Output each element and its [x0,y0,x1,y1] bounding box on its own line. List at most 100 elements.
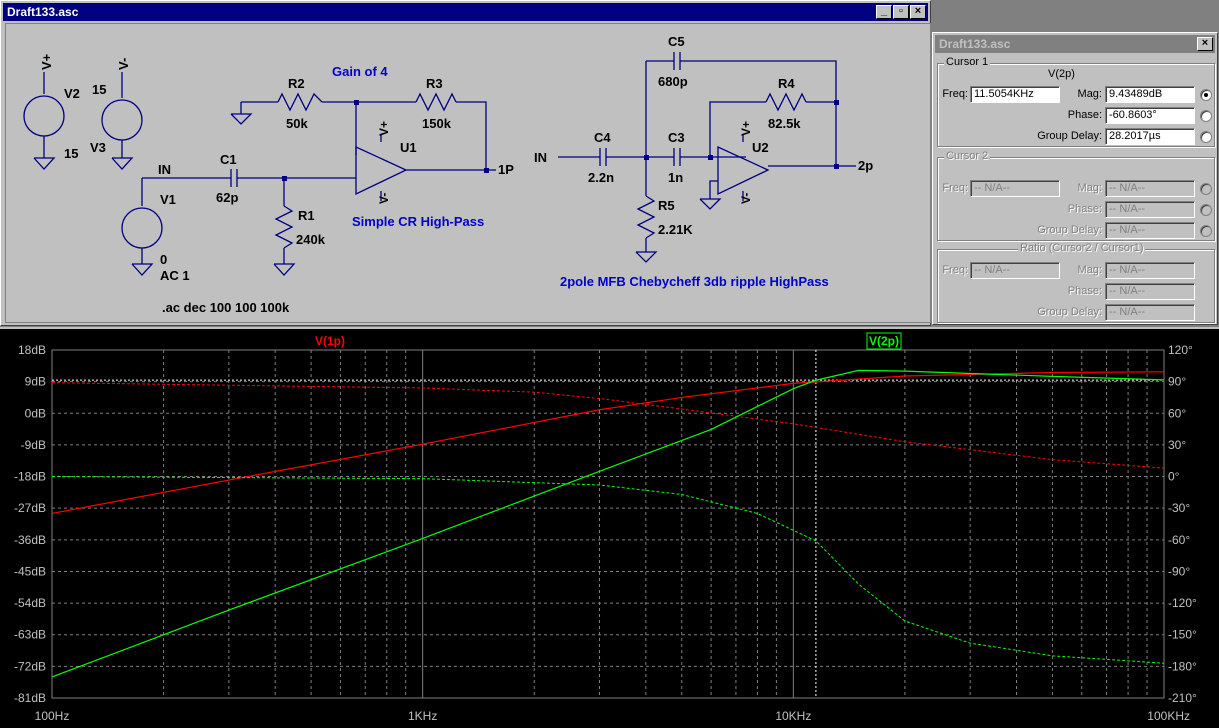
cursor1-phase-radio[interactable] [1200,110,1212,122]
cursor2-phase-radio[interactable] [1200,204,1212,216]
minimize-icon[interactable]: _ [876,5,892,19]
cursor2-mag-radio[interactable] [1200,183,1212,195]
cursor-window-title: Draft133.asc [939,37,1011,51]
v2-name: V2 [64,86,80,101]
ratio-title: Ratio (Cursor2 / Cursor1) [1018,242,1146,254]
ratio-phase-field[interactable]: -- N/A-- [1105,283,1195,300]
cursor2-group: Cursor 2 Freq: -- N/A-- Mag: -- N/A-- Ph… [937,150,1215,241]
c1-name: C1 [220,152,237,167]
y-right-tick-label: -210° [1168,691,1197,705]
r2-value: 50k [286,116,308,131]
in1-label: IN [158,162,171,177]
c4-value: 2.2n [588,170,614,185]
plot-frame [51,349,1165,699]
out2-label: 2p [858,158,873,173]
r3-name: R3 [426,76,443,91]
ratio-group: Ratio (Cursor2 / Cursor1) Freq: -- N/A--… [937,242,1215,323]
r4-value: 82.5k [768,116,801,131]
y-left-tick-label: -27dB [14,501,46,515]
c3-value: 1n [668,170,683,185]
cursor1-gd-field[interactable]: 28.2017µs [1105,128,1195,145]
cursor1-gd-label: Group Delay: [1037,130,1102,142]
ratio-phase-label: Phase: [1067,285,1102,297]
v2-value: 15 [64,146,78,161]
y-left-tick-label: -45dB [14,564,46,578]
ratio-freq-field[interactable]: -- N/A-- [970,262,1060,279]
c1-value: 62p [216,190,238,205]
y-right-tick-label: 60° [1168,406,1186,420]
directive-text: .ac dec 100 100 100k [162,300,290,315]
close-icon[interactable]: × [1197,37,1213,51]
y-right-tick-label: -120° [1168,596,1197,610]
ratio-mag-field[interactable]: -- N/A-- [1105,262,1195,279]
y-right-tick-label: 30° [1168,438,1186,452]
cursor2-mag-field[interactable]: -- N/A-- [1105,180,1195,197]
simple-cr-title: Simple CR High-Pass [352,214,484,229]
v3-name: V3 [90,140,106,155]
r1-value: 240k [296,232,326,247]
u1-vminus: V- [377,193,391,204]
y-right-tick-label: -150° [1168,628,1197,642]
y-left-tick-label: 18dB [18,343,46,357]
cursor1-phase-field[interactable]: -60.8603° [1105,107,1195,124]
cursor-titlebar[interactable]: Draft133.asc × [935,35,1215,53]
cursor2-gd-field[interactable]: -- N/A-- [1105,222,1195,239]
schematic-canvas[interactable]: V+ V2 15 V- 15 V3 IN V1 0 AC 1 C1 62p R1… [5,23,931,323]
series-1-magnitude-line [51,371,1165,515]
y-right-tick-label: 90° [1168,375,1186,389]
cursor1-mag-radio[interactable] [1200,89,1212,101]
ratio-gd-field[interactable]: -- N/A-- [1105,304,1195,321]
c5-value: 680p [658,74,688,89]
c4-name: C4 [594,130,611,145]
gain-label: Gain of 4 [332,64,388,79]
y-left-tick-label: -54dB [14,596,46,610]
cursor1-title: Cursor 1 [944,56,991,68]
cursor2-phase-field[interactable]: -- N/A-- [1105,201,1195,218]
cursor2-freq-field[interactable]: -- N/A-- [970,180,1060,197]
cursor2-gd-label: Group Delay: [1037,224,1102,236]
v1-val1: 0 [160,252,167,267]
series-2-magnitude-line [51,369,1165,678]
u2-label: U2 [752,140,769,155]
u2-vminus: V- [739,193,753,204]
cursor1-freq-label: Freq: [942,88,968,100]
r1-name: R1 [298,208,315,223]
trace-legend-box [866,332,902,350]
bode-plot-svg[interactable]: 18dB9dB0dB-9dB-18dB-27dB-36dB-45dB-54dB-… [0,329,1219,728]
y-left-tick-label: 9dB [25,375,46,389]
y-right-tick-label: -30° [1168,501,1190,515]
schematic-window-title: Draft133.asc [7,5,79,19]
y-right-tick-label: -180° [1168,659,1197,673]
restore-icon[interactable]: ▫ [893,5,909,19]
cursor1-trace: V(2p) [1048,68,1075,80]
close-icon[interactable]: × [910,5,926,19]
v3-value: 15 [92,82,106,97]
cursor1-freq-field[interactable]: 11.5054KHz [970,86,1060,103]
r2-name: R2 [288,76,305,91]
x-tick-label: 100KHz [1147,709,1190,723]
cursor2-mag-label: Mag: [1077,182,1102,194]
cursor1-mag-label: Mag: [1077,88,1102,100]
y-right-tick-label: 120° [1168,343,1193,357]
cursor-window[interactable]: Draft133.asc × Cursor 1 V(2p) Freq: 11.5… [932,32,1218,325]
cursor1-gd-radio[interactable] [1200,131,1212,143]
cursor2-gd-radio[interactable] [1200,225,1212,237]
schematic-titlebar[interactable]: Draft133.asc _ ▫ × [3,3,928,21]
cursor2-freq-label: Freq: [942,182,968,194]
v1-name: V1 [160,192,176,207]
y-left-tick-label: 0dB [25,406,46,420]
v1-val2: AC 1 [160,268,190,283]
schematic-window[interactable]: Draft133.asc _ ▫ × [0,0,931,326]
r3-value: 150k [422,116,452,131]
r4-name: R4 [778,76,795,91]
x-tick-label: 1KHz [408,709,437,723]
cursor1-mag-field[interactable]: 9.43489dB [1105,86,1195,103]
u1-vplus: V+ [377,121,391,136]
x-tick-label: 10KHz [775,709,811,723]
trace-legend-label: V(1p) [315,334,345,348]
y-right-tick-label: -60° [1168,533,1190,547]
y-left-tick-label: -63dB [14,628,46,642]
v2-top-label: V+ [39,53,54,70]
cursor2-phase-label: Phase: [1067,203,1102,215]
